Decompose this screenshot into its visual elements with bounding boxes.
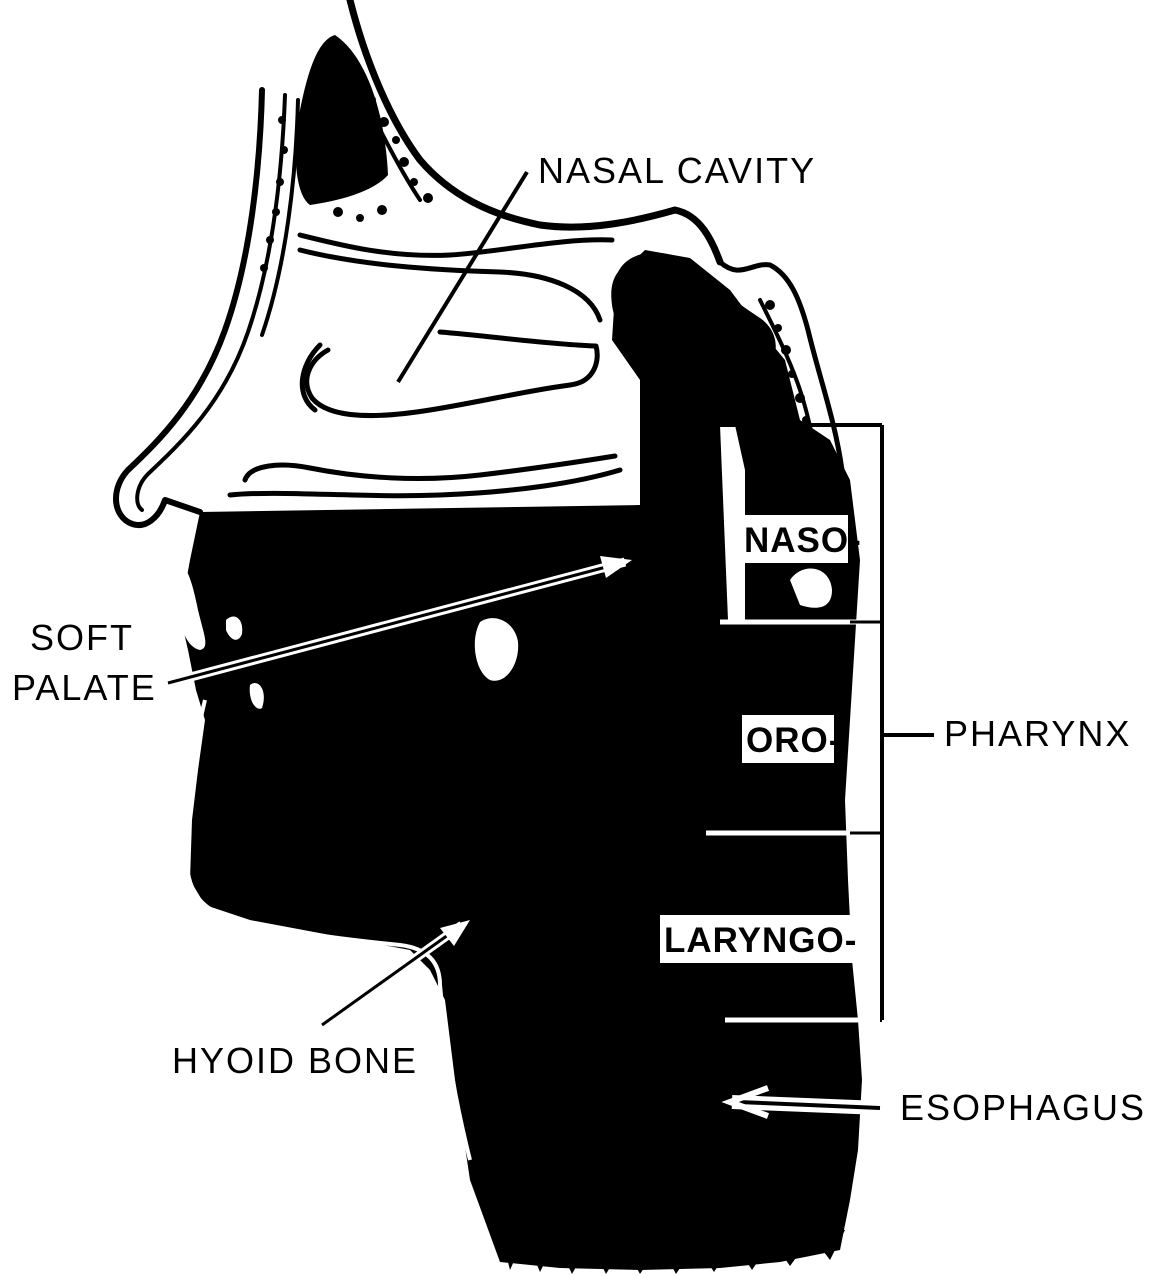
label-esophagus: ESOPHAGUS — [900, 1087, 1146, 1128]
nasal-cavity-leader — [398, 172, 527, 382]
label-oro: ORO- — [746, 721, 841, 760]
label-soft-palate-line2: PALATE — [12, 667, 157, 708]
label-nasal-cavity: NASAL CAVITY — [538, 150, 816, 191]
pharynx-divider-outline — [850, 622, 882, 833]
label-naso: NASO- — [744, 521, 862, 560]
label-hyoid-bone: HYOID BONE — [172, 1040, 418, 1081]
label-laryngo: LARYNGO- — [664, 921, 857, 960]
label-pharynx: PHARYNX — [944, 713, 1131, 754]
label-soft-palate-line1: SOFT — [30, 617, 134, 658]
